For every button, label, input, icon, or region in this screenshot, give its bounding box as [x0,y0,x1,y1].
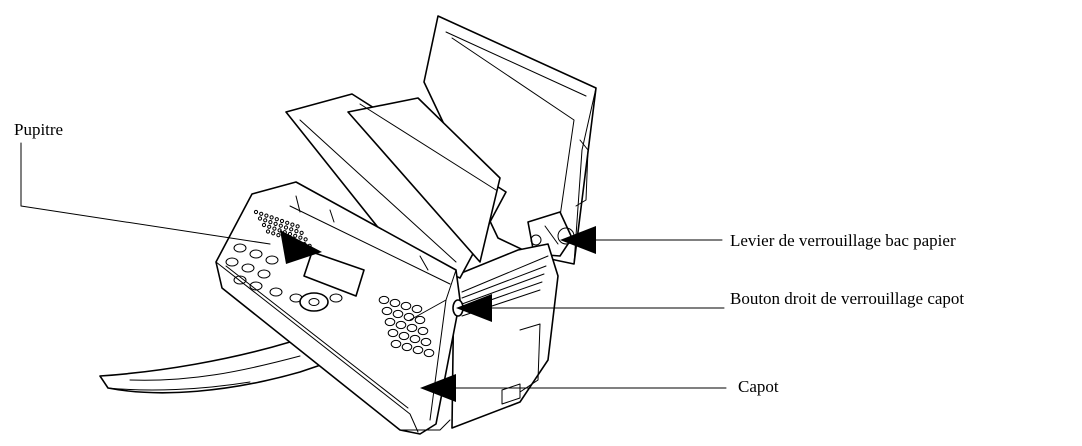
one-touch-key [257,216,263,221]
keypad-key [406,323,418,333]
arrowheads [280,226,596,402]
lcd-display [303,251,365,297]
one-touch-key [278,223,283,228]
one-touch-keys [253,209,312,248]
label-capot: Capot [738,377,779,396]
keypad-key [378,295,390,305]
one-touch-key [303,237,308,242]
keypad-key [398,331,410,341]
one-touch-key [259,211,264,216]
label-bouton: Bouton droit de verrouillage capot [730,289,965,308]
numeric-keypad [378,295,435,358]
function-key [233,275,247,285]
one-touch-key [263,218,268,223]
one-touch-key [267,224,272,229]
one-touch-key [289,227,294,232]
function-key [233,243,247,253]
keypad-key [420,337,432,347]
leader-lines [20,142,727,389]
one-touch-key [295,224,300,229]
keypad-key [395,320,407,330]
function-key [225,257,239,267]
keypad-key [411,304,423,314]
one-touch-key [271,231,276,236]
one-touch-key [293,233,298,238]
one-touch-key [272,226,277,231]
keypad-key [387,328,399,338]
label-pupitre: Pupitre [14,120,64,139]
right-housing [451,243,559,429]
one-touch-key [298,235,303,240]
function-key [241,263,255,273]
keypad-key [389,298,401,308]
function-key [249,281,263,291]
keypad-key [409,334,421,344]
navigation-wheel [299,292,329,312]
keypad-key [403,312,415,322]
one-touch-key [283,225,289,230]
one-touch-key [253,209,259,215]
front-base [399,419,451,431]
arrow-capot [420,374,456,402]
keypad-key [414,315,426,325]
keypad-key [384,317,396,327]
function-key [257,269,271,279]
function-key [265,255,279,265]
keypad-key [390,339,402,349]
one-touch-key [274,217,279,222]
keypad-key [392,309,404,319]
keypad-key [423,348,435,358]
one-touch-key [276,233,281,238]
one-touch-key [294,229,299,234]
document-feeder [285,93,507,279]
keypad-key [381,306,393,316]
one-touch-key [268,220,273,225]
one-touch-key [279,218,285,224]
arrow-bouton [456,294,492,322]
arrow-levier [560,226,596,254]
one-touch-key [290,222,295,227]
function-key [249,249,263,259]
arrow-pupitre [280,230,322,264]
keypad-key [417,326,429,336]
keypad-key [412,345,424,355]
keypad-key [401,342,413,352]
keypad-key [400,301,412,311]
one-touch-key [269,215,274,220]
one-touch-key [265,229,271,234]
one-touch-key [299,230,304,235]
label-levier: Levier de verrouillage bac papier [730,231,956,250]
one-touch-key [285,220,290,225]
function-key [269,287,283,297]
leader-pupitre [20,142,271,245]
one-touch-key [277,228,282,233]
one-touch-key [261,222,267,228]
one-touch-key [264,213,269,218]
one-touch-key [273,221,278,226]
function-key [329,293,343,303]
